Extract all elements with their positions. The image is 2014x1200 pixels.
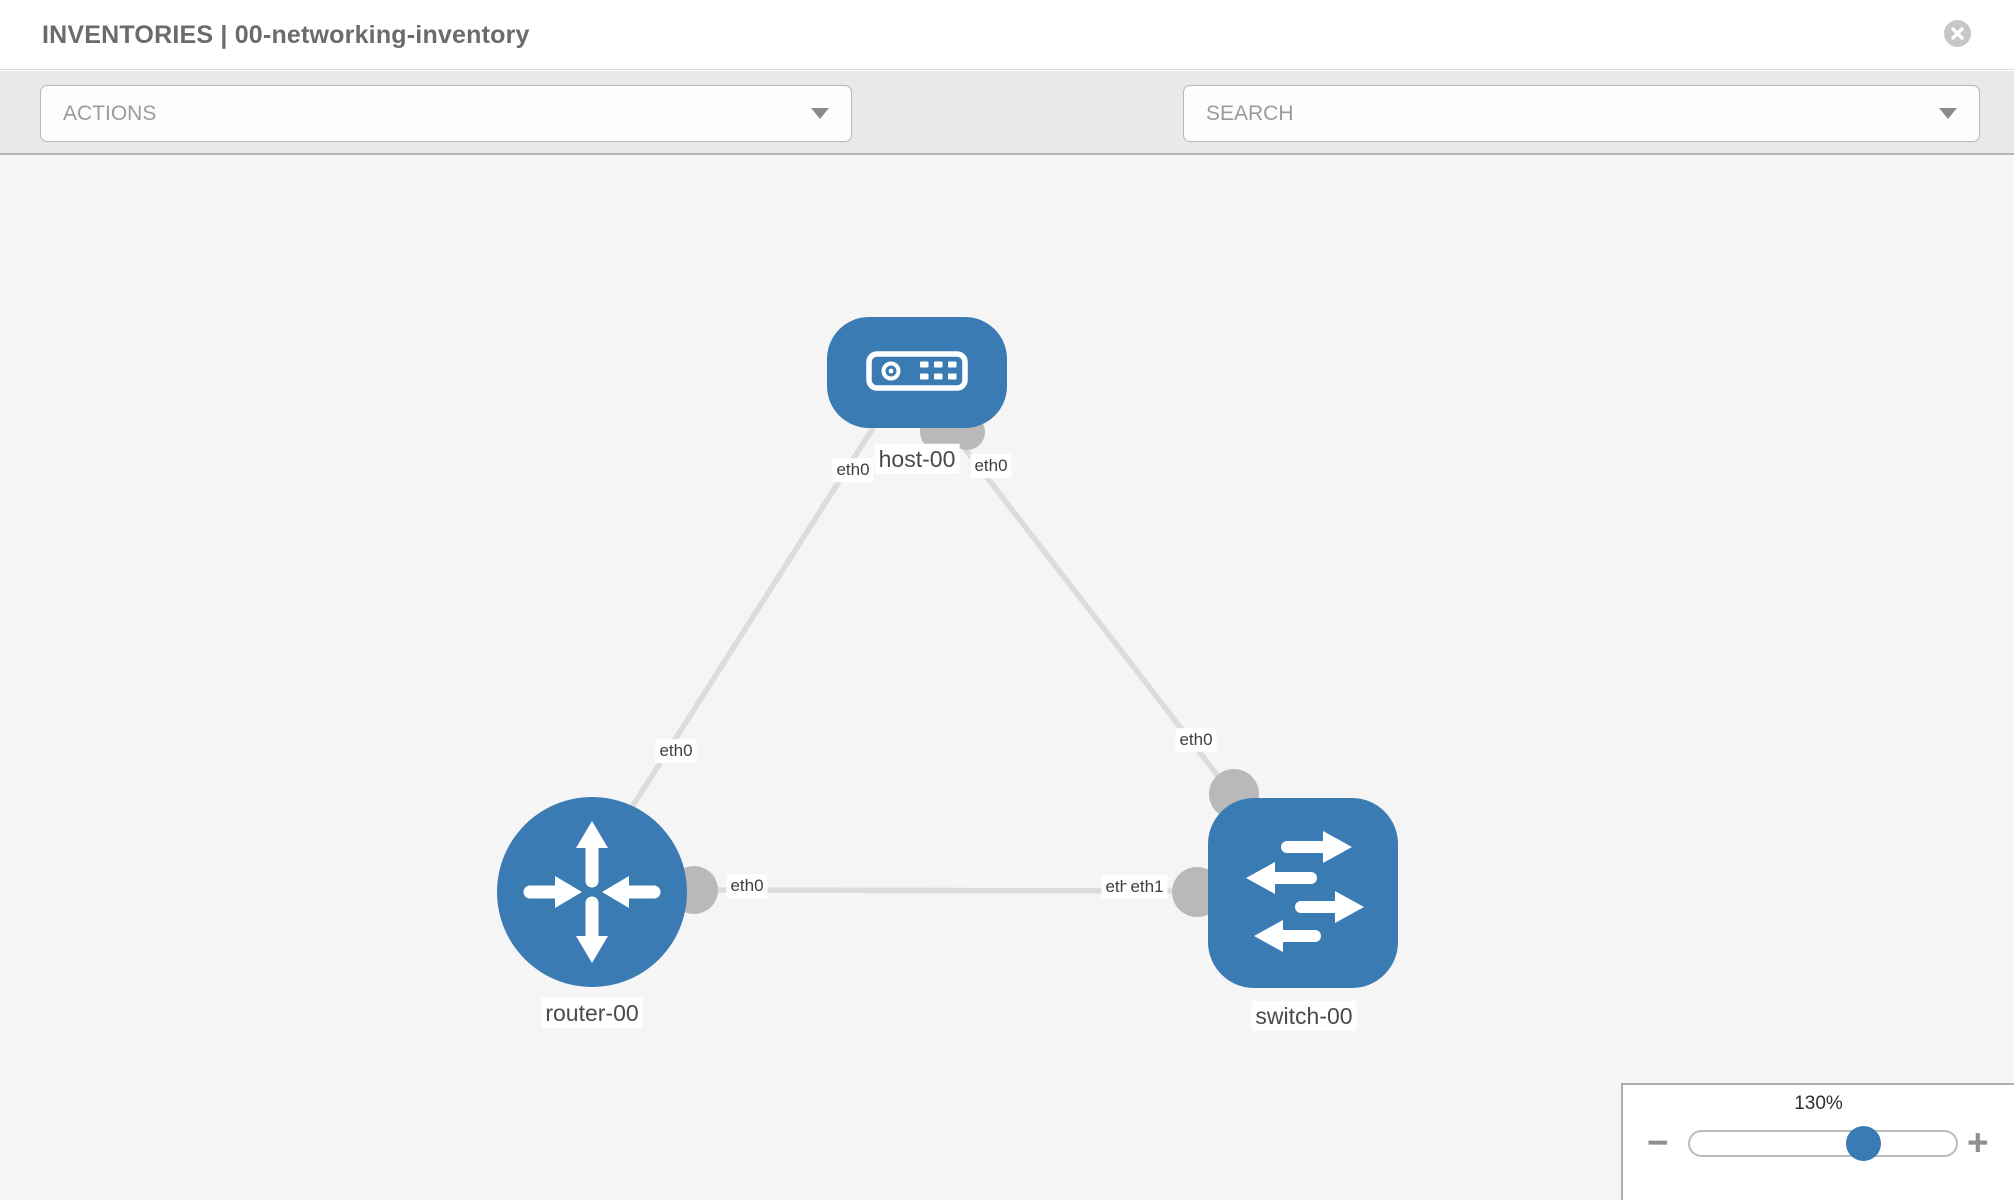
iface-label-switch-eth0-top: eth0: [1175, 728, 1217, 752]
iface-label-router-eth0: eth0: [726, 874, 768, 898]
chevron-down-icon: [1939, 108, 1957, 119]
header: INVENTORIES | 00-networking-inventory: [0, 0, 2014, 70]
actions-dropdown-label: ACTIONS: [63, 101, 157, 125]
zoom-in-button[interactable]: +: [1967, 1122, 1989, 1163]
iface-label-switch-eth1: eth1: [1126, 875, 1168, 899]
zoom-panel: 130% − +: [1621, 1083, 2014, 1200]
zoom-out-button[interactable]: −: [1647, 1122, 1669, 1163]
actions-dropdown[interactable]: ACTIONS: [40, 85, 852, 142]
node-switch-00[interactable]: [1208, 798, 1398, 988]
close-button[interactable]: [1944, 20, 1971, 47]
topology-graph: [497, 317, 1398, 988]
node-label-router: router-00: [541, 997, 643, 1029]
topology-canvas[interactable]: host-00 router-00 switch-00 eth0 eth0 et…: [0, 155, 2014, 1200]
switch-icon: [1246, 831, 1364, 952]
node-router-00[interactable]: [497, 797, 687, 987]
zoom-slider-thumb[interactable]: [1846, 1126, 1881, 1161]
host-icon: [866, 351, 968, 391]
chevron-down-icon: [811, 108, 829, 119]
zoom-slider-track[interactable]: [1688, 1130, 1958, 1157]
node-label-switch: switch-00: [1251, 1000, 1357, 1032]
node-label-host: host-00: [874, 443, 960, 475]
zoom-level-value: 130%: [1794, 1093, 1843, 1114]
close-icon: [1951, 27, 1964, 40]
search-dropdown[interactable]: SEARCH: [1183, 85, 1980, 142]
node-host-00[interactable]: [827, 317, 1007, 428]
link-host-switch[interactable]: [945, 425, 1265, 835]
search-placeholder: SEARCH: [1206, 101, 1294, 125]
iface-label-host-eth0-left: eth0: [832, 458, 874, 482]
page-title: INVENTORIES | 00-networking-inventory: [42, 21, 530, 49]
iface-label-host-eth0-right: eth0: [970, 454, 1012, 478]
router-icon: [523, 821, 661, 963]
iface-label-router-eth0-up: eth0: [655, 739, 697, 763]
toolbar: ACTIONS SEARCH: [0, 71, 2014, 203]
link-host-router[interactable]: [603, 426, 876, 850]
